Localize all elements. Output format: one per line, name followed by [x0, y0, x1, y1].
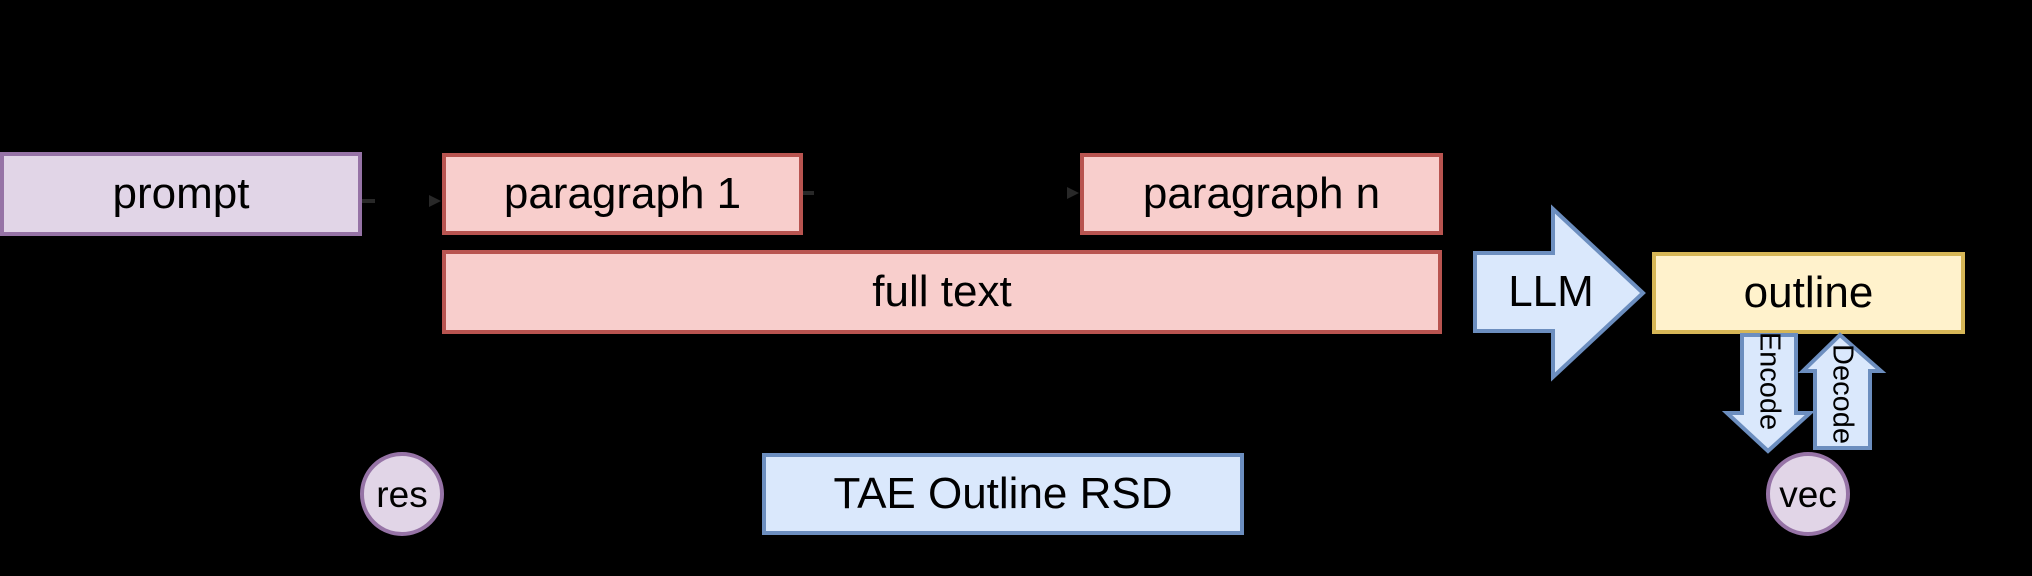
decode-arrow-shape	[1798, 332, 1887, 450]
res-circle: res	[360, 452, 444, 536]
tae-outline-rsd-label: TAE Outline RSD	[833, 469, 1173, 518]
arrowhead-into-paragraphn	[1067, 187, 1079, 199]
llm-arrow-shape	[1473, 204, 1646, 382]
full-text-label: full text	[872, 267, 1012, 316]
vec-circle: vec	[1766, 452, 1850, 536]
arrowhead-into-paragraph1	[429, 195, 441, 207]
encode-arrow-label: Encode	[1753, 331, 1786, 431]
prompt-node: prompt	[0, 152, 362, 236]
full-text-node: full text	[442, 250, 1442, 334]
paragraph-1-label: paragraph 1	[503, 169, 742, 218]
tae-outline-rsd-node: TAE Outline RSD	[762, 453, 1244, 535]
encode-arrow-shape	[1721, 333, 1816, 454]
decode-arrow-label: Decode	[1826, 344, 1859, 444]
outline-node: outline	[1652, 252, 1965, 334]
paragraph-n-label: paragraph n	[1142, 169, 1381, 218]
llm-arrow-label: LLM	[1508, 267, 1594, 316]
encode-arrow	[1721, 333, 1816, 454]
vec-label: vec	[1779, 473, 1837, 515]
paragraph-n-node: paragraph n	[1080, 153, 1443, 235]
outline-label: outline	[1743, 268, 1874, 317]
decode-arrow	[1798, 332, 1887, 450]
llm-arrow	[1473, 204, 1646, 382]
res-label: res	[376, 473, 428, 515]
paragraph-1-node: paragraph 1	[442, 153, 803, 235]
prompt-label: prompt	[112, 169, 250, 218]
